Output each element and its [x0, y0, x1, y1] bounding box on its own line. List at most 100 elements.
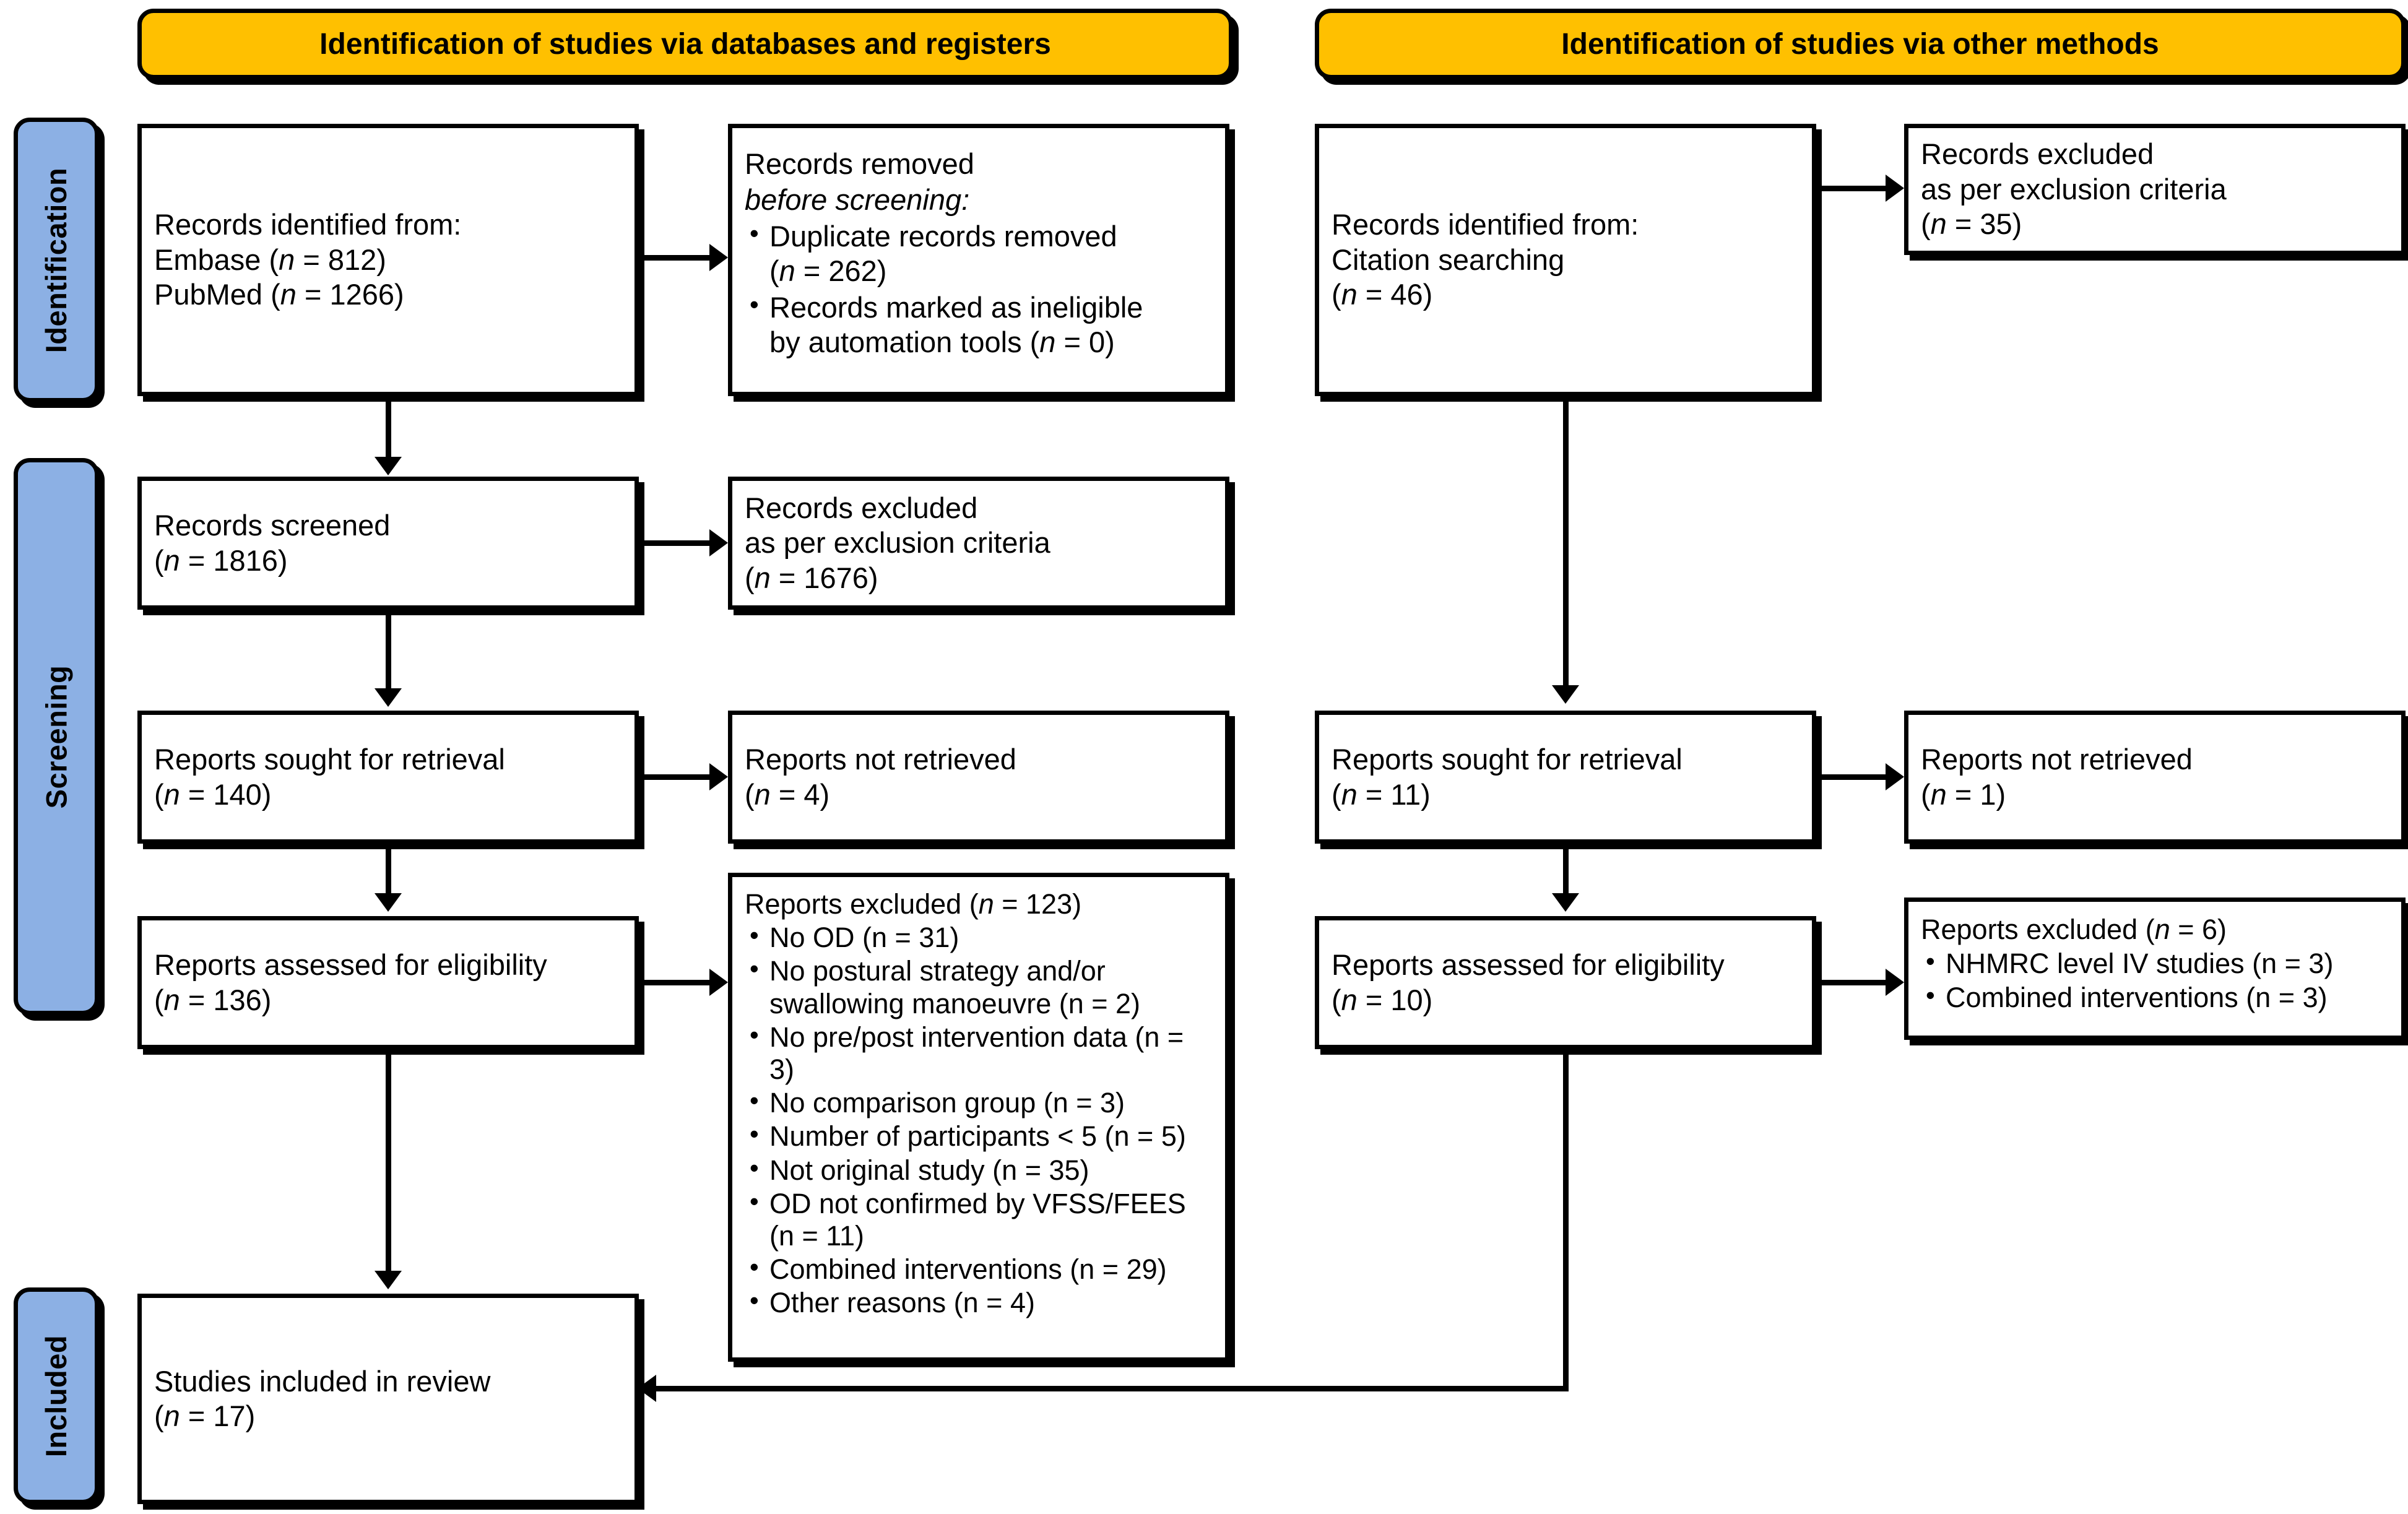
arrowhead-other-assessed-to-included [638, 1375, 656, 1402]
reports-assessed-line1: Reports assessed for eligibility [154, 948, 547, 982]
banner-databases-registers: Identification of studies via databases … [137, 9, 1233, 79]
reports-assessed-count: (n = 136) [154, 983, 272, 1016]
arrowhead-other-sought-to-notretrieved [1886, 763, 1904, 790]
other-reports-excluded-bullet-list: NHMRC level IV studies (n = 3) Combined … [1921, 946, 2389, 1015]
stage-label-included-text: Included [40, 1334, 73, 1457]
list-item: OD not confirmed by VFSS/FEES (n = 11) [745, 1187, 1213, 1252]
arrowhead-other-identified-to-sought [1552, 685, 1579, 704]
box-records-screened: Records screened (n = 1816) [137, 477, 639, 610]
connector-other-assessed-left [656, 1386, 1569, 1391]
other-identified-count: (n = 46) [1332, 278, 1433, 311]
list-item: Other reasons (n = 4) [745, 1286, 1213, 1319]
box-records-identified-other: Records identified from: Citation search… [1315, 124, 1816, 396]
connector-sought-to-assessed [386, 844, 391, 894]
connector-other-sought-to-assessed [1563, 844, 1569, 894]
list-item: Combined interventions (n = 3) [1921, 980, 2389, 1014]
list-item: No OD (n = 31) [745, 920, 1213, 954]
box-studies-included: Studies included in review (n = 17) [137, 1294, 639, 1504]
arrowhead-other-identified-to-excluded [1886, 175, 1904, 202]
arrowhead-assessed-to-reportsexcluded [709, 969, 728, 996]
reports-sought-count: (n = 140) [154, 777, 272, 811]
box-reports-excluded-left: Reports excluded (n = 123) No OD (n = 31… [728, 873, 1229, 1362]
arrowhead-identified-to-removed [709, 244, 728, 271]
banner-right-label: Identification of studies via other meth… [1561, 27, 2159, 61]
list-item: Combined interventions (n = 29) [745, 1252, 1213, 1286]
box-reports-sought-left: Reports sought for retrieval (n = 140) [137, 711, 639, 844]
arrowhead-other-assessed-to-reportsexcluded [1886, 969, 1904, 996]
studies-included-count: (n = 17) [154, 1399, 256, 1432]
connector-other-assessed-down [1563, 1049, 1569, 1391]
list-item: No comparison group (n = 3) [745, 1086, 1213, 1119]
box-records-excluded-left: Records excluded as per exclusion criter… [728, 477, 1229, 610]
reports-not-retrieved-count: (n = 4) [745, 777, 830, 811]
reports-sought-line1: Reports sought for retrieval [154, 743, 505, 776]
list-item: NHMRC level IV studies (n = 3) [1921, 946, 2389, 980]
records-excluded-line2: as per exclusion criteria [745, 526, 1050, 560]
box-reports-sought-right: Reports sought for retrieval (n = 11) [1315, 711, 1816, 844]
arrowhead-other-sought-to-assessed [1552, 893, 1579, 912]
connector-other-identified-to-excluded [1816, 186, 1886, 191]
banner-left-label: Identification of studies via databases … [319, 27, 1051, 61]
list-item: Not original study (n = 35) [745, 1153, 1213, 1187]
studies-included-line1: Studies included in review [154, 1364, 491, 1398]
arrowhead-screened-to-excluded [709, 529, 728, 556]
connector-sought-to-notretrieved [639, 774, 709, 780]
arrowhead-screened-to-sought [375, 688, 402, 707]
records-removed-line1: Records removed [745, 147, 974, 180]
other-records-excluded-line2: as per exclusion criteria [1921, 172, 2227, 205]
records-removed-bullet-list: Duplicate records removed (n = 262) Reco… [745, 218, 1213, 361]
records-identified-embase: Embase (n = 812) [154, 243, 386, 276]
stage-label-screening-text: Screening [40, 665, 73, 808]
box-reports-assessed-right: Reports assessed for eligibility (n = 10… [1315, 916, 1816, 1049]
stage-label-included: Included [14, 1287, 99, 1504]
records-excluded-line1: Records excluded [745, 491, 978, 524]
reports-excluded-bullet-list: No OD (n = 31) No postural strategy and/… [745, 920, 1213, 1320]
list-item: Number of participants < 5 (n = 5) [745, 1119, 1213, 1153]
other-assessed-count: (n = 10) [1332, 983, 1433, 1016]
arrowhead-identified-to-screened [375, 457, 402, 475]
banner-other-methods: Identification of studies via other meth… [1315, 9, 2406, 79]
connector-other-sought-to-notretrieved [1816, 774, 1886, 780]
box-records-removed-before-screening: Records removed before screening: Duplic… [728, 124, 1229, 396]
connector-identified-to-removed [639, 255, 709, 261]
other-not-retrieved-count: (n = 1) [1921, 777, 2006, 811]
arrowhead-sought-to-assessed [375, 893, 402, 912]
records-excluded-count: (n = 1676) [745, 561, 878, 594]
arrowhead-sought-to-notretrieved [709, 763, 728, 790]
other-records-excluded-count: (n = 35) [1921, 207, 2022, 241]
connector-identified-to-screened [386, 396, 391, 458]
records-identified-line1: Records identified from: [154, 208, 462, 241]
box-records-identified-databases: Records identified from: Embase (n = 812… [137, 124, 639, 396]
records-removed-line2: before screening: [745, 183, 970, 217]
other-identified-line1: Records identified from: [1332, 208, 1639, 241]
box-reports-not-retrieved-right: Reports not retrieved (n = 1) [1904, 711, 2406, 844]
reports-excluded-header: Reports excluded (n = 123) [745, 888, 1082, 920]
stage-label-identification: Identification [14, 118, 99, 402]
arrowhead-assessed-to-included [375, 1271, 402, 1289]
records-screened-line1: Records screened [154, 509, 391, 542]
other-sought-count: (n = 11) [1332, 777, 1431, 811]
list-item: Records marked as ineligible by automati… [745, 289, 1213, 360]
connector-assessed-to-included [386, 1049, 391, 1272]
connector-other-identified-to-sought [1563, 396, 1569, 686]
other-reports-excluded-header: Reports excluded (n = 6) [1921, 914, 2227, 945]
list-item: No postural strategy and/or swallowing m… [745, 954, 1213, 1019]
connector-screened-to-excluded [639, 540, 709, 546]
other-not-retrieved-line1: Reports not retrieved [1921, 743, 2193, 776]
other-records-excluded-line1: Records excluded [1921, 137, 2154, 171]
connector-assessed-to-reportsexcluded [639, 980, 709, 985]
connector-screened-to-sought [386, 610, 391, 689]
box-reports-not-retrieved-left: Reports not retrieved (n = 4) [728, 711, 1229, 844]
stage-label-identification-text: Identification [40, 167, 73, 353]
reports-not-retrieved-line1: Reports not retrieved [745, 743, 1016, 776]
box-records-excluded-right: Records excluded as per exclusion criter… [1904, 124, 2406, 255]
box-reports-assessed-left: Reports assessed for eligibility (n = 13… [137, 916, 639, 1049]
connector-other-assessed-to-reportsexcluded [1816, 980, 1886, 985]
records-screened-count: (n = 1816) [154, 543, 288, 577]
list-item: Duplicate records removed (n = 262) [745, 218, 1213, 289]
list-item: No pre/post intervention data (n = 3) [745, 1020, 1213, 1086]
stage-label-screening: Screening [14, 458, 99, 1015]
other-sought-line1: Reports sought for retrieval [1332, 743, 1683, 776]
records-identified-pubmed: PubMed (n = 1266) [154, 278, 404, 311]
